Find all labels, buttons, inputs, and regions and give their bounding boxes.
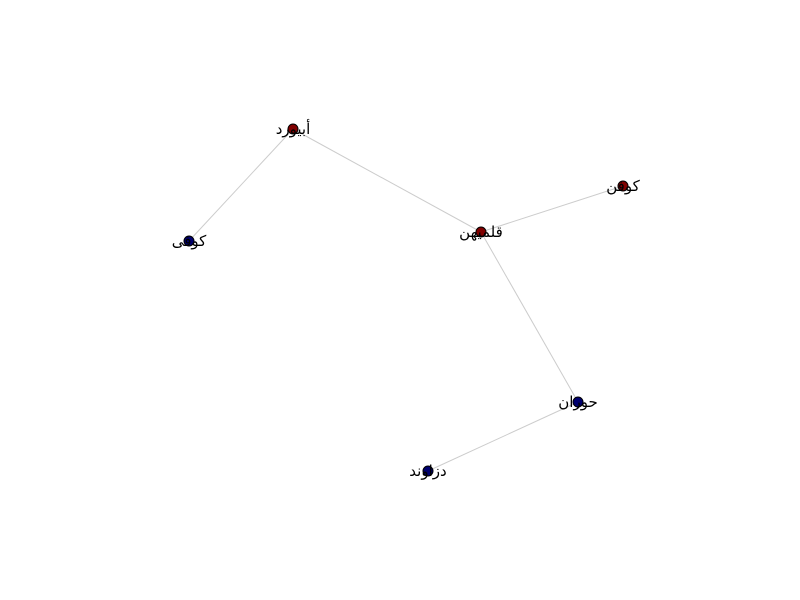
node-label-hovaran: حوران: [558, 393, 597, 411]
node-label-qalmihan: قلمیهن: [459, 223, 503, 241]
node-label-abivard: أبیورد: [276, 119, 311, 138]
edge-qalmihan-kufan: [480, 185, 624, 233]
edge-abivard-kufi: [188, 128, 294, 242]
node-label-kufi: كوفی: [172, 232, 207, 250]
edge-qalmihan-hovaran: [480, 231, 579, 403]
node-kufi: [183, 235, 195, 247]
node-label-kufan: كوفن: [606, 177, 640, 195]
node-kufan: [617, 180, 629, 192]
node-hovaran: [572, 396, 584, 408]
edge-hovaran-dazavand: [427, 401, 579, 472]
label-layer: أبیورد كوفی قلمیهن كوفن حوران دزاوند: [172, 119, 641, 480]
node-abivard: [287, 123, 299, 135]
node-dazavand: [422, 465, 434, 477]
edge-abivard-qalmihan: [292, 128, 482, 233]
node-label-dazavand: دزاوند: [409, 462, 446, 480]
node-layer: [183, 123, 629, 477]
node-qalmihan: [475, 226, 487, 238]
edge-layer: [188, 128, 624, 472]
